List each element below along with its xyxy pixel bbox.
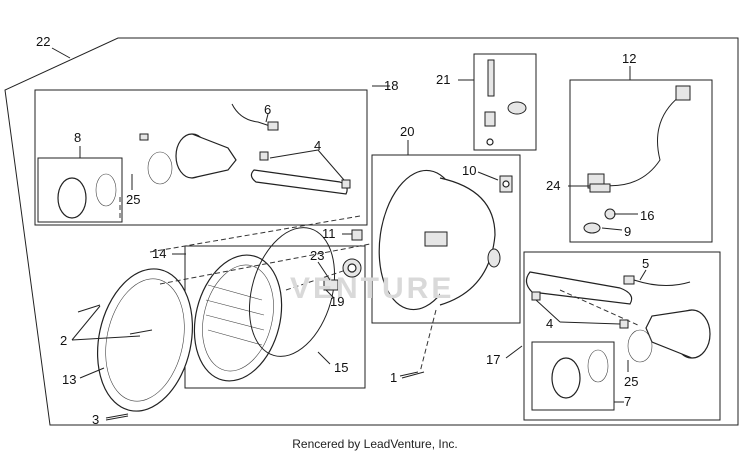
group-box-18 (34, 89, 368, 226)
callout-2: 2 (60, 333, 67, 348)
headlight-housing-20 (378, 169, 501, 311)
leader-lines (51, 47, 647, 421)
footer-credit: Rencered by LeadVenture, Inc. (292, 437, 458, 451)
callout-11: 11 (322, 226, 336, 241)
screw-set-21 (484, 59, 527, 146)
reflector-lens-14 (193, 254, 283, 382)
callout-22: 22 (36, 34, 50, 49)
callout-23: 23 (310, 248, 324, 263)
callout-14: 14 (152, 246, 166, 261)
callout-8: 8 (74, 130, 81, 145)
callout-12: 12 (622, 51, 636, 66)
group-box-17 (523, 251, 721, 421)
callout-20: 20 (400, 124, 414, 139)
wire-connector-5 (623, 275, 691, 286)
callout-18: 18 (384, 78, 398, 93)
callout-16: 16 (640, 208, 654, 223)
bulb-socket-19 (323, 258, 362, 291)
callout-21: 21 (436, 72, 450, 87)
callout-4-upper: 4 (314, 138, 321, 153)
callout-25-lower: 25 (624, 374, 638, 389)
callout-4-lower: 4 (546, 316, 553, 331)
watermark: VENTURE (290, 272, 454, 305)
callout-9: 9 (624, 224, 631, 239)
callout-24: 24 (546, 178, 560, 193)
alignment-lines (119, 196, 641, 373)
turn-signal-housing-upper (139, 133, 237, 185)
screw-3 (105, 413, 129, 419)
callout-15: 15 (334, 360, 348, 375)
group-box-12 (569, 79, 713, 243)
group-box-20 (371, 154, 521, 324)
callout-5: 5 (642, 256, 649, 271)
group-box-21 (473, 53, 537, 151)
callout-17: 17 (486, 352, 500, 367)
headlight-rim-13 (96, 268, 194, 412)
turn-signal-lens-7 (551, 349, 609, 399)
callout-10: 10 (462, 163, 476, 178)
wiring-harness-12 (583, 85, 691, 234)
bracket-10 (499, 175, 513, 193)
callout-19: 19 (330, 294, 344, 309)
callout-13: 13 (62, 372, 76, 387)
mount-bar-upper (250, 151, 351, 195)
mount-bar-lower (525, 271, 633, 329)
group-box-7 (531, 341, 615, 411)
callout-1: 1 (390, 370, 397, 385)
turn-signal-housing-lower (627, 309, 711, 363)
screw-2 (77, 304, 153, 335)
screw-1 (401, 371, 425, 379)
turn-signal-lens-8 (57, 173, 117, 219)
callout-3: 3 (92, 412, 99, 427)
wire-connector-6 (231, 103, 279, 131)
callout-6: 6 (264, 102, 271, 117)
callout-7: 7 (624, 394, 631, 409)
callout-25-upper: 25 (126, 192, 140, 207)
gasket-15 (248, 227, 336, 357)
assembly-outline-22 (4, 37, 739, 426)
nut-11 (351, 229, 363, 241)
